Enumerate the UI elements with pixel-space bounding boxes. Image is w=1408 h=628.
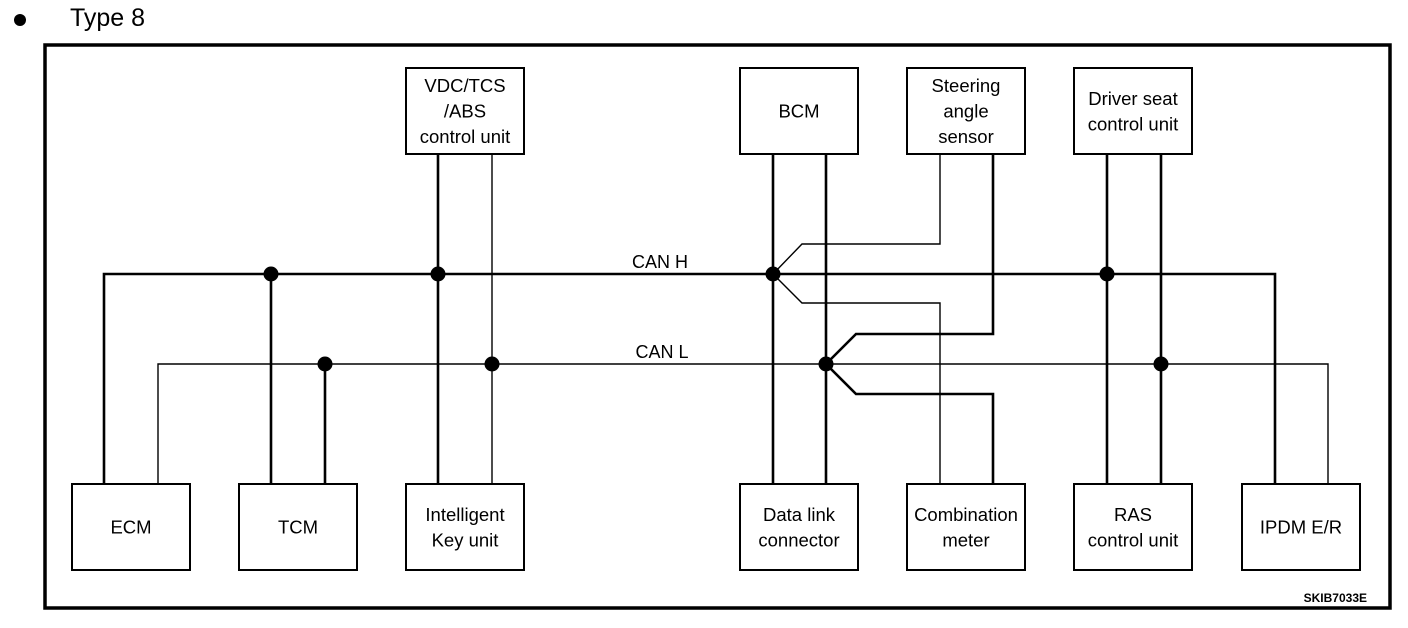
unit-vdc: VDC/TCS/ABS control unit [405,67,525,155]
unit-label: TCM [278,517,318,538]
unit-steering: Steering angle sensor [906,67,1026,155]
unit-label: sensor [938,126,994,147]
unit-label: Combination [914,504,1018,525]
wires [102,154,1329,484]
junction-dot [317,356,333,372]
unit-label: Intelligent [425,504,504,525]
steering-can-l-wire [825,154,995,365]
junction-dot [1153,356,1169,372]
unit-box [739,67,859,155]
can-l-bus [157,363,1329,484]
unit-box [1073,67,1193,155]
unit-ipdm: IPDM E/R [1241,483,1361,571]
unit-label: RAS [1114,504,1152,525]
unit-tcm: TCM [238,483,358,571]
unit-box [739,483,859,571]
unit-box [405,483,525,571]
unit-label: VDC/TCS [424,75,505,96]
figure-code: SKIB7033E [1304,591,1367,605]
junction-dot [818,356,834,372]
can-h-bus [102,272,1277,484]
junctions [263,266,1169,372]
can-l-label: CAN L [635,342,688,362]
diagram-title: Type 8 [70,3,146,32]
combo-can-h-wire [772,273,941,484]
unit-ecm: ECM [71,483,191,571]
can-h-label: CAN H [632,252,688,272]
unit-label: control unit [1088,113,1179,134]
unit-box [71,483,191,571]
unit-label: angle [943,101,988,122]
unit-box [405,67,525,155]
unit-label: /ABS [444,101,486,122]
unit-label: BCM [778,101,819,122]
junction-dot [263,266,279,282]
unit-bcm: BCM [739,67,859,155]
unit-box [906,483,1026,571]
unit-label: Driver seat [1088,88,1177,109]
unit-box [906,67,1026,155]
unit-label: connector [758,529,839,550]
unit-label: meter [942,529,989,550]
unit-box [1241,483,1361,571]
unit-driver-seat: Driver seat control unit [1073,67,1193,155]
steering-can-h-wire [772,154,941,275]
top-units: VDC/TCS/ABS control unit BCM Steering angle s… [405,67,1193,155]
unit-combination-meter: Combination meter [906,483,1026,571]
unit-label: control unit [420,126,511,147]
unit-label: ECM [110,517,151,538]
unit-box [1073,483,1193,571]
unit-label: Data link [763,504,836,525]
unit-box [238,483,358,571]
junction-dot [430,266,446,282]
combo-can-l-wire [825,363,995,484]
junction-dot [484,356,500,372]
bullet-icon [14,14,26,26]
unit-ras: RAS control unit [1073,483,1193,571]
junction-dot [765,266,781,282]
unit-label: control unit [1088,529,1179,550]
heading: Type 8 [14,0,145,36]
diagram-frame [43,43,1392,610]
unit-label: IPDM E/R [1260,517,1342,538]
unit-label: Steering [932,75,1001,96]
unit-label: Key unit [432,529,499,550]
junction-dot [1099,266,1115,282]
unit-data-link: Data link connector [739,483,859,571]
